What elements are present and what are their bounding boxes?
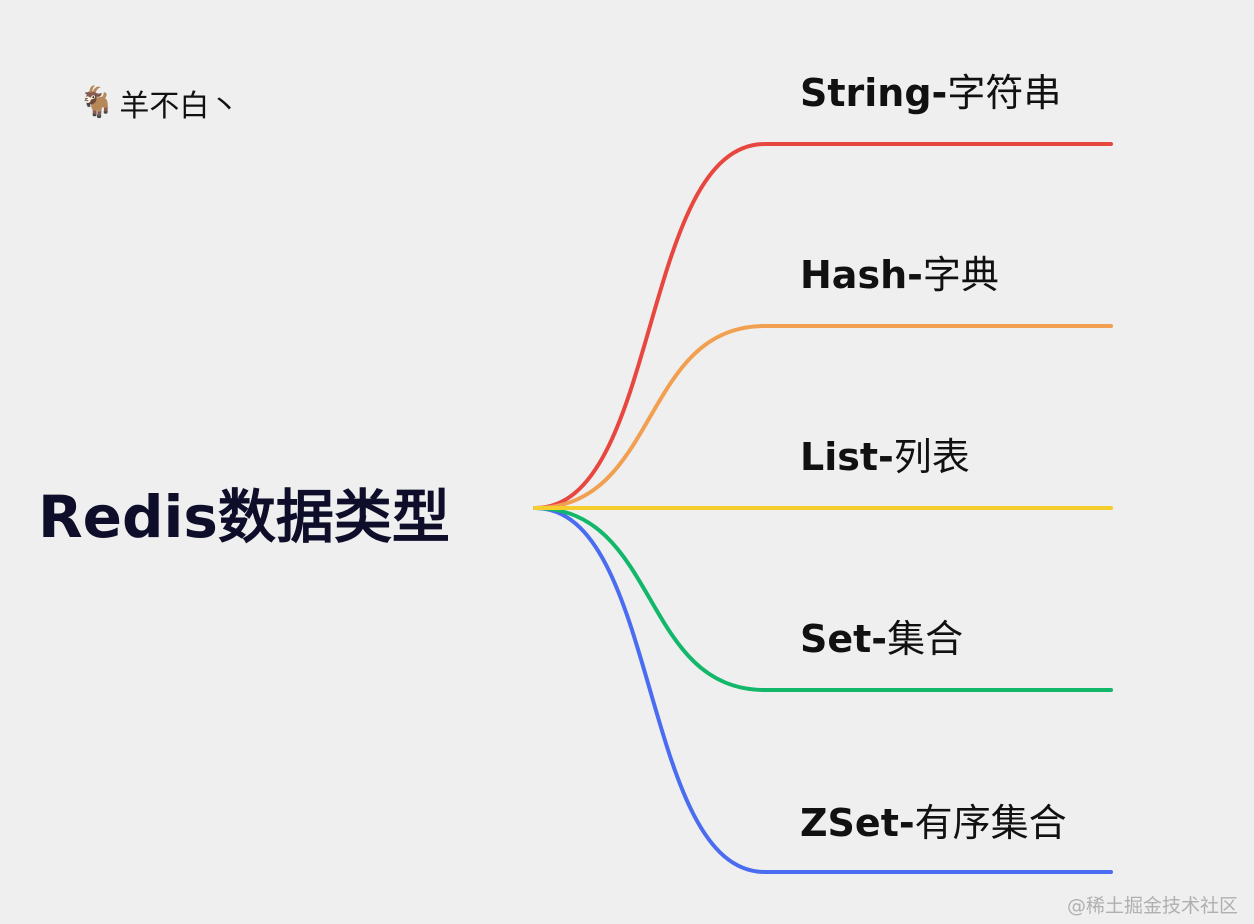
- branch-label-en: List-: [800, 435, 894, 479]
- branch-label-cn: 集合: [887, 617, 964, 661]
- watermark-text: @稀土掘金技术社区: [1066, 895, 1238, 917]
- author-tag: 🐐 羊不白丶: [78, 80, 239, 126]
- branch-line-set: [533, 506, 1113, 692]
- branch-label-en: ZSet-: [800, 801, 915, 845]
- branch-label-cn: 有序集合: [914, 801, 1067, 845]
- branch-line-hash: [533, 324, 1113, 510]
- goat-icon: 🐐: [78, 85, 116, 120]
- branch-label-en: String-: [800, 71, 948, 115]
- branch-line-string: [533, 142, 1113, 510]
- branch-label-cn: 列表: [893, 435, 970, 479]
- branch-label-hash: Hash-字典: [800, 256, 999, 294]
- branch-label-list: List-列表: [800, 438, 970, 476]
- branch-label-string: String-字符串: [800, 74, 1061, 112]
- branch-label-set: Set-集合: [800, 620, 963, 658]
- branch-label-cn: 字典: [922, 253, 999, 297]
- branch-label-cn: 字符串: [947, 71, 1062, 115]
- author-name: 羊不白丶: [119, 89, 240, 124]
- branch-label-en: Hash-: [800, 253, 923, 297]
- branch-label-zset: ZSet-有序集合: [800, 804, 1067, 842]
- branch-line-zset: [533, 506, 1113, 874]
- branch-label-en: Set-: [800, 617, 888, 661]
- root-node-title: Redis数据类型: [38, 483, 450, 551]
